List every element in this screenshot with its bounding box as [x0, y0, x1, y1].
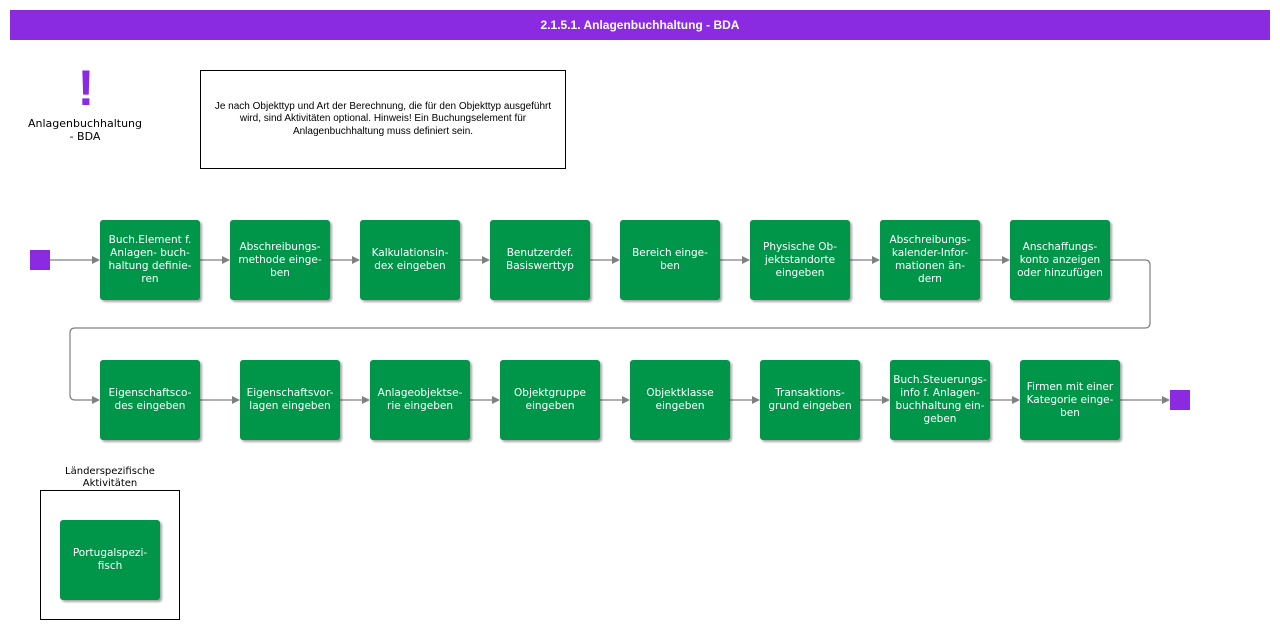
task-label: Objektklasse eingeben — [646, 387, 714, 412]
note-box: Je nach Objekttyp und Art der Berechnung… — [200, 70, 566, 169]
task-label: Abschreibungs- kalender-Infor- mationen … — [889, 234, 971, 285]
task-label: Buch.Element f. Anlagen- buch- haltung d… — [108, 234, 192, 285]
task-portugal[interactable]: Portugalspezi- fisch — [60, 520, 160, 600]
task-label: Eigenschaftsco- des eingeben — [108, 387, 192, 412]
task-objektstandorte[interactable]: Physische Ob- jektstandorte eingeben — [750, 220, 850, 300]
task-kalkulationsindex[interactable]: Kalkulationsin- dex eingeben — [360, 220, 460, 300]
task-label: Abschreibungs- methode einge- ben — [238, 240, 322, 279]
task-abschreibungskalender[interactable]: Abschreibungs- kalender-Infor- mationen … — [880, 220, 980, 300]
task-steuerungsinfo[interactable]: Buch.Steuerungs- info f. Anlagen- buchha… — [890, 360, 990, 440]
task-eigenschaftsvorlagen[interactable]: Eigenschaftsvor- lagen eingeben — [240, 360, 340, 440]
task-objektgruppe[interactable]: Objektgruppe eingeben — [500, 360, 600, 440]
task-label: Benutzerdef. Basiswerttyp — [506, 247, 574, 272]
task-firmen-kategorie[interactable]: Firmen mit einer Kategorie einge- ben — [1020, 360, 1120, 440]
note-text: Je nach Objekttyp und Art der Berechnung… — [214, 100, 552, 137]
task-label: Firmen mit einer Kategorie einge- ben — [1026, 380, 1114, 419]
task-eigenschaftscodes[interactable]: Eigenschaftsco- des eingeben — [100, 360, 200, 440]
task-label: Buch.Steuerungs- info f. Anlagen- buchha… — [893, 374, 987, 425]
task-label: Bereich einge- ben — [632, 247, 708, 272]
task-objektklasse[interactable]: Objektklasse eingeben — [630, 360, 730, 440]
page-title: 2.1.5.1. Anlagenbuchhaltung - BDA — [10, 10, 1270, 40]
connector — [69, 259, 1151, 404]
task-anlageobjektserie[interactable]: Anlageobjektse- rie eingeben — [370, 360, 470, 440]
task-label: Physische Ob- jektstandorte eingeben — [762, 240, 837, 279]
task-label: Portugalspezi- fisch — [72, 547, 148, 572]
end-event[interactable] — [1170, 390, 1190, 410]
task-abschreibungsmethode[interactable]: Abschreibungs- methode einge- ben — [230, 220, 330, 300]
country-specific-group — [40, 490, 180, 620]
task-label: Objektgruppe eingeben — [514, 387, 586, 412]
task-bereich[interactable]: Bereich einge- ben — [620, 220, 720, 300]
note-label: Anlagenbuchhaltung - BDA — [28, 117, 142, 143]
start-event[interactable] — [30, 250, 50, 270]
task-basiswerttyp[interactable]: Benutzerdef. Basiswerttyp — [490, 220, 590, 300]
task-label: Kalkulationsin- dex eingeben — [371, 247, 449, 272]
task-label: Transaktions- grund eingeben — [768, 387, 852, 412]
task-buchungselement-definieren[interactable]: Buch.Element f. Anlagen- buch- haltung d… — [100, 220, 200, 300]
task-label: Anlageobjektse- rie eingeben — [377, 387, 463, 412]
exclamation-icon: ! — [77, 60, 95, 116]
task-label: Anschaffungs- konto anzeigen oder hinzuf… — [1017, 240, 1103, 279]
task-anschaffungskonto[interactable]: Anschaffungs- konto anzeigen oder hinzuf… — [1010, 220, 1110, 300]
task-label: Eigenschaftsvor- lagen eingeben — [246, 387, 334, 412]
task-transaktionsgrund[interactable]: Transaktions- grund eingeben — [760, 360, 860, 440]
group-label: Länderspezifische Aktivitäten — [65, 466, 155, 488]
